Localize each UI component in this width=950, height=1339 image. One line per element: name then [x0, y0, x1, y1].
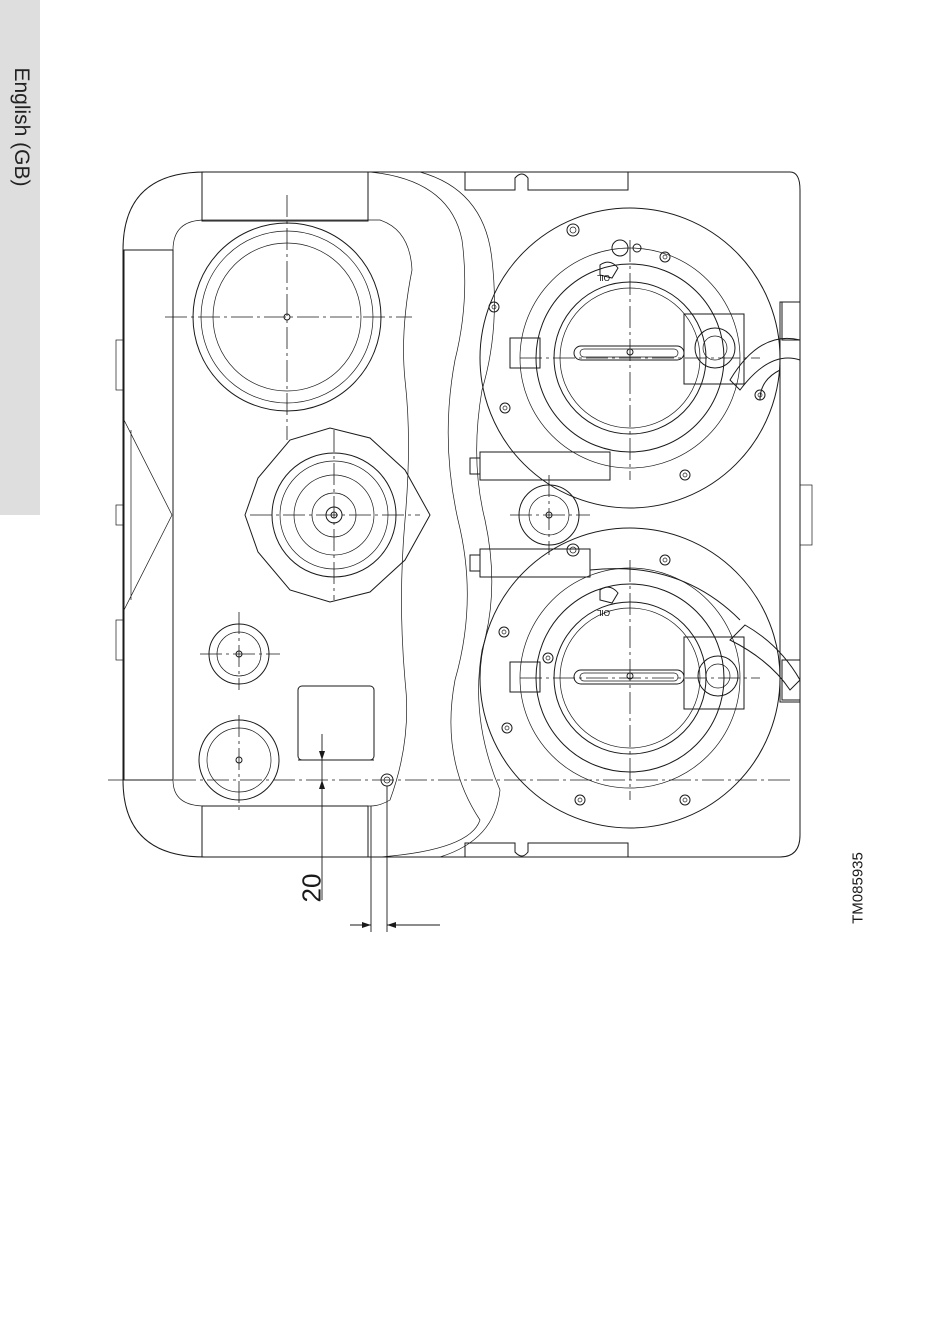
notch-bottom: [465, 843, 628, 857]
pipe-lower: [470, 549, 590, 577]
right-rail: [780, 302, 800, 702]
notch-top: [465, 172, 628, 190]
tank-inner-left: [173, 220, 412, 806]
tank-wall-curve: [370, 172, 480, 857]
dimension-label: 20: [297, 874, 328, 903]
oil-marking-upper: OIL: [597, 273, 610, 282]
oil-marking-lower: OIL: [597, 608, 610, 617]
tank-wall-curve-2: [420, 172, 500, 857]
bottom-block: [202, 806, 368, 857]
top-block: [202, 172, 368, 221]
pipe-upper: [470, 452, 610, 480]
large-inlet: [193, 223, 381, 411]
tank-outline: [123, 172, 800, 857]
label-plate: [298, 686, 374, 760]
figure-code: TM085935: [850, 852, 867, 924]
